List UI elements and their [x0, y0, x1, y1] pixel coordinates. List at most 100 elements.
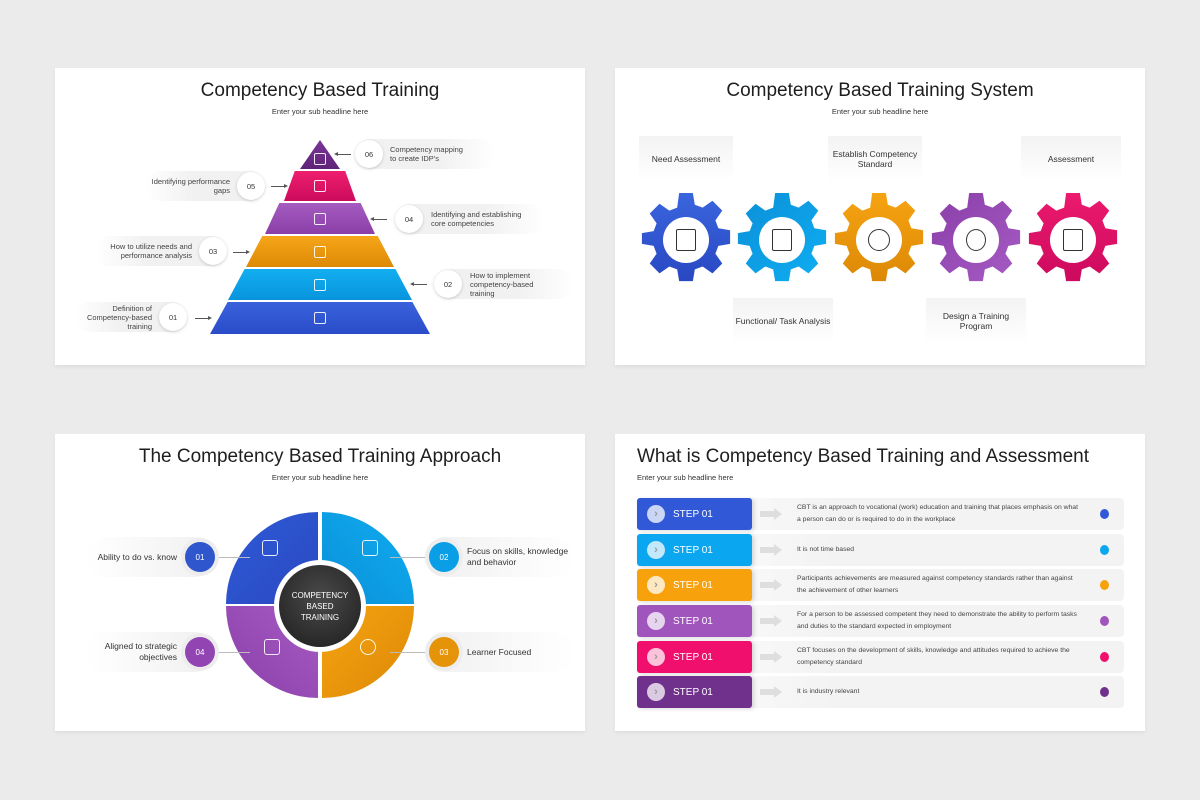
- clipboard-icon: [314, 312, 326, 324]
- approach-item-01: Ability to do vs. know 01: [85, 537, 215, 577]
- bulb-dot-icon: [1100, 509, 1109, 519]
- chevron-right-icon: ›: [647, 505, 665, 523]
- step-tab[interactable]: › STEP 01: [637, 676, 752, 708]
- step-number-badge: 03: [429, 637, 459, 667]
- pyramid-label-06: 06 Competency mapping to create IDP's: [355, 139, 495, 169]
- pyramid-label-text: How to implement competency-based traini…: [470, 270, 534, 298]
- bulb-dot-icon: [1100, 652, 1109, 662]
- step-description: For a person to be assessed competent th…: [797, 611, 1077, 630]
- bulb-dot-icon: [1100, 580, 1109, 590]
- gear-assessment: [1024, 191, 1122, 289]
- step-number-badge: 02: [429, 542, 459, 572]
- step-tab[interactable]: › STEP 01: [637, 641, 752, 673]
- slide-title: What is Competency Based Training and As…: [637, 446, 1090, 467]
- approach-item-text: Learner Focused: [467, 646, 532, 657]
- pyramid-label-04: 04 Identifying and establishing core com…: [395, 204, 545, 234]
- arrow-right-icon: [271, 184, 288, 188]
- slide-subtitle: Enter your sub headline here: [271, 473, 369, 482]
- pyramid-label-text: Identifying performance gaps: [151, 177, 230, 195]
- arrow-left-icon: [410, 282, 427, 286]
- step-number-badge: 05: [237, 172, 265, 200]
- implement-icon: [314, 278, 326, 291]
- gear-label-establish-standard: Establish Competency Standard: [828, 136, 922, 182]
- bulb-dot-icon: [1100, 616, 1109, 626]
- step-number-badge: 04: [395, 205, 423, 233]
- gear-label-assessment: Assessment: [1021, 136, 1121, 182]
- approach-item-03: 03 Learner Focused: [425, 632, 575, 672]
- arrow-left-icon: [334, 152, 351, 156]
- slide-cbt-assessment[interactable]: What is Competency Based Training and As…: [615, 434, 1145, 731]
- people-board-icon: [262, 540, 278, 556]
- step-number-badge: 03: [199, 237, 227, 265]
- core-competency-icon: [314, 212, 326, 225]
- gear-need-assessment: [637, 191, 735, 289]
- magnify-gear-icon: [1063, 229, 1083, 251]
- arrow-right-icon: [760, 579, 782, 591]
- pyramid-layer-01: [210, 302, 430, 334]
- slide-training-system[interactable]: Competency Based Training System Enter y…: [615, 68, 1145, 365]
- connector-line: [215, 652, 250, 653]
- step-row: › STEP 01 For a person to be assessed co…: [637, 605, 1124, 637]
- slide-title: The Competency Based Training Approach: [138, 446, 502, 467]
- step-tab[interactable]: › STEP 01: [637, 569, 752, 601]
- step-tab[interactable]: › STEP 01: [637, 605, 752, 637]
- step-description: It is not time based: [797, 546, 855, 553]
- pyramid-label-01: Definition of Competency-based training …: [75, 302, 187, 332]
- gear-design-program: [927, 191, 1025, 289]
- chevron-right-icon: ›: [647, 683, 665, 701]
- performance-gap-icon: [314, 180, 326, 192]
- arrow-right-icon: [760, 508, 782, 520]
- step-number-badge: 01: [185, 542, 215, 572]
- document-search-icon: [772, 229, 792, 251]
- idp-map-icon: [314, 152, 326, 165]
- pyramid-label-text: Identifying and establishing core compet…: [431, 210, 522, 228]
- arrow-left-icon: [370, 217, 387, 221]
- step-row: › STEP 01 It is not time based: [637, 534, 1124, 566]
- step-description: It is industry relevant: [797, 688, 860, 695]
- approach-item-02: 02 Focus on skills, knowledge and behavi…: [425, 537, 575, 577]
- pyramid-label-03: How to utilize needs and performance ana…: [95, 236, 227, 266]
- slide-competency-pyramid[interactable]: Competency Based Training Enter your sub…: [55, 68, 585, 365]
- slide-title: Competency Based Training: [200, 80, 440, 101]
- step-description: Participants achievements are measured a…: [797, 575, 1073, 594]
- pyramid-label-text: Competency mapping to create IDP's: [390, 145, 463, 163]
- approach-item-text: Aligned to strategic objectives: [104, 641, 177, 662]
- arrow-right-icon: [760, 686, 782, 698]
- connector-line: [215, 557, 250, 558]
- step-number-badge: 02: [434, 270, 462, 298]
- arrow-right-icon: [760, 615, 782, 627]
- slide-title: Competency Based Training System: [726, 80, 1034, 101]
- analysis-icon: [314, 245, 326, 258]
- chevron-right-icon: ›: [647, 541, 665, 559]
- slide-subtitle: Enter your sub headline here: [637, 473, 734, 482]
- gear-task-analysis: [733, 191, 831, 289]
- pyramid-label-02: 02 How to implement competency-based tra…: [434, 269, 574, 299]
- pyramid-label-text: Definition of Competency-based training: [86, 303, 152, 331]
- arrow-right-icon: [233, 250, 250, 254]
- pyramid-layer-04: [265, 203, 375, 234]
- approach-item-text: Ability to do vs. know: [97, 551, 177, 562]
- step-number-badge: 01: [159, 303, 187, 331]
- step-row: › STEP 01 CBT focuses on the development…: [637, 641, 1124, 673]
- gear-label-design-program: Design a Training Program: [926, 298, 1026, 344]
- step-description: CBT focuses on the development of skills…: [797, 647, 1070, 666]
- step-row: › STEP 01 CBT is an approach to vocation…: [637, 498, 1124, 530]
- step-number-badge: 06: [355, 140, 383, 168]
- bulb-dot-icon: [1100, 687, 1109, 697]
- pyramid-layer-05: [284, 171, 356, 201]
- slide-training-approach[interactable]: The Competency Based Training Approach E…: [55, 434, 585, 731]
- target-person-icon: [868, 229, 890, 251]
- step-number-badge: 04: [185, 637, 215, 667]
- step-row: › STEP 01 It is industry relevant: [637, 676, 1124, 708]
- pyramid-label-05: Identifying performance gaps 05: [145, 171, 265, 201]
- arrow-right-icon: [195, 316, 212, 320]
- step-tab[interactable]: › STEP 01: [637, 498, 752, 530]
- chevron-right-icon: ›: [647, 576, 665, 594]
- gear-label-need-assessment: Need Assessment: [639, 136, 733, 182]
- gear-establish-standard: [830, 191, 928, 289]
- gears-hands-icon: [966, 229, 986, 251]
- arrow-right-icon: [760, 544, 782, 556]
- step-description: CBT is an approach to vocational (work) …: [797, 504, 1078, 523]
- step-tab[interactable]: › STEP 01: [637, 534, 752, 566]
- network-icon: [264, 639, 280, 655]
